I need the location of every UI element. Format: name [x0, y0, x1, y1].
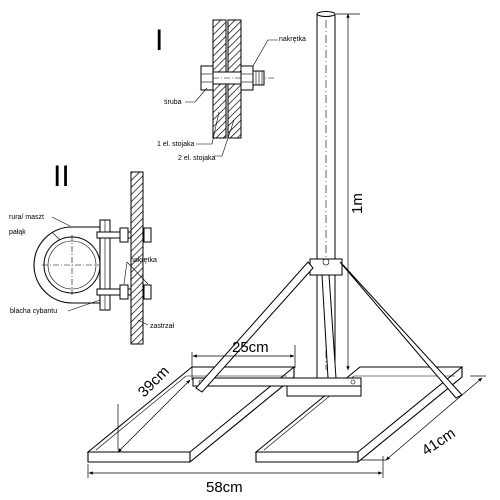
sheet-label: blacha cybantu — [10, 308, 57, 315]
detail-one-leader-lines — [185, 39, 278, 157]
stand-element-2-label: 2 el. stojaka — [178, 155, 215, 162]
dimension-mast-height — [336, 13, 360, 371]
braces — [195, 261, 463, 399]
dim-25cm-label: 25cm — [232, 339, 269, 356]
detail-two-clamp — [33, 171, 152, 345]
detail-two-nut-label: nakrętka — [130, 257, 157, 264]
bracket-label: pałąk — [9, 229, 26, 236]
brace-label: zastrzał — [150, 323, 175, 330]
dimension-58cm — [87, 456, 384, 478]
detail-two-leader-lines — [51, 216, 149, 326]
dim-58cm-label: 58cm — [206, 479, 243, 496]
nut-label: nakrętka — [279, 36, 306, 43]
detail-two-roman-label: II — [53, 160, 70, 193]
mast-height-label: 1m — [349, 193, 366, 214]
dimension-39cm — [117, 379, 191, 453]
detail-one-bolt-joint — [200, 19, 275, 139]
stand-element-1-label: 1 el. stojaka — [157, 141, 194, 148]
dim-41cm-label: 41cm — [419, 425, 459, 460]
bolt-label: śruba — [164, 99, 182, 106]
dimension-25cm — [191, 345, 296, 380]
pipe-mast-label: rura/ maszt — [9, 214, 44, 221]
detail-one-roman-label: I — [155, 24, 163, 57]
dimension-41cm — [360, 375, 486, 461]
